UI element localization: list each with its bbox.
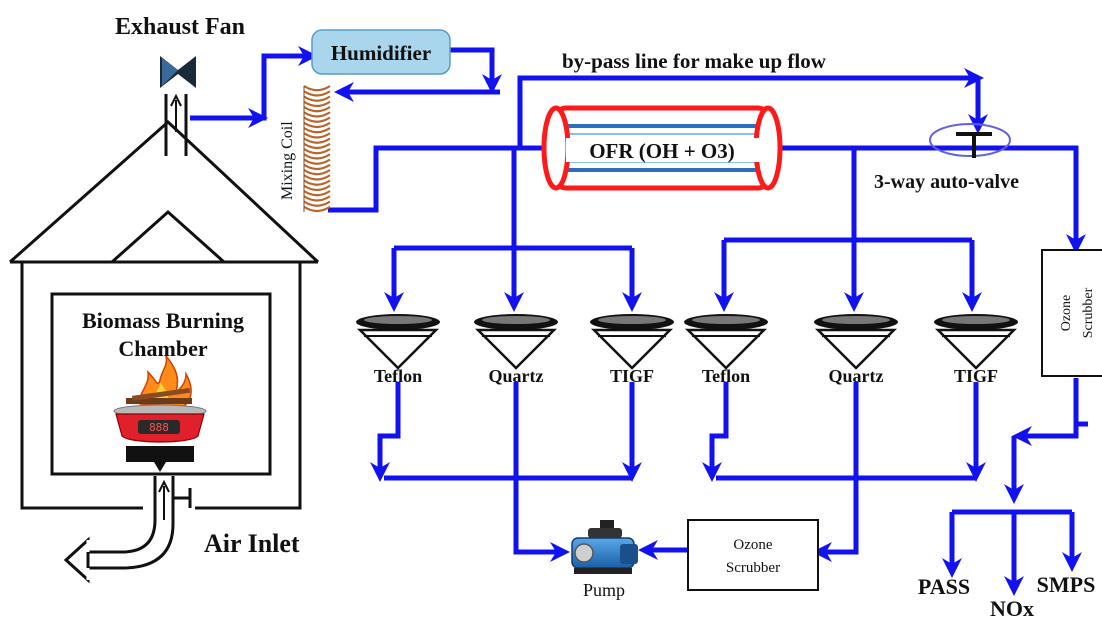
ozone-scrubber-bottom: Ozone Scrubber [687,519,819,591]
flow-to-instrument-manifold [1012,424,1079,446]
house-roof [9,119,320,264]
pump-label: Pump [583,580,625,600]
burning-chamber-box [50,292,272,476]
air-inlet-pipe [63,476,192,584]
house: Biomass Burning Chamber [9,119,320,510]
filter-holder-icon [684,314,768,370]
heater-display: 888 [149,421,169,434]
filter-label: Quartz [489,366,544,386]
filter-label: Teflon [702,366,750,386]
filter-holder-icon [590,314,674,370]
outlet-quartz-right-to-scrubber [812,382,859,562]
instrument-smps: SMPS [1037,572,1096,597]
filter-holder-icon [934,314,1018,370]
humidifier-label: Humidifier [331,41,431,65]
three-way-valve-icon [929,123,1011,158]
ofr-label: OFR (OH + O3) [589,139,735,163]
ofr-reactor: OFR (OH + O3) [541,105,783,191]
filter-label: Quartz [829,366,884,386]
filter-label: TIGF [610,366,654,386]
ozone-scrubber-right-line2: Scrubber [1081,287,1096,338]
filter-holder-icon [814,314,898,370]
flow-to-humidifier [240,46,318,121]
filters-right: Teflon Quartz TIGF [684,314,1018,386]
flow-from-humidifier [450,47,502,94]
instrument-pass: PASS [918,574,970,599]
house-walls [20,262,302,510]
three-way-valve-label: 3-way auto-valve [874,171,1019,193]
chamber-label-line2: Chamber [118,336,207,361]
exhaust-fan-icon [160,56,196,156]
fire-icon [126,355,192,407]
filter-holder-icon [474,314,558,370]
exhaust-fan-label: Exhaust Fan [115,14,245,40]
chamber-label-line1: Biomass Burning [82,308,244,333]
scrubber-out [1073,378,1088,427]
filter-label: TIGF [954,366,998,386]
filters-left: Teflon Quartz TIGF [356,314,674,386]
outlet-teflon-left [370,382,401,482]
flow-bypass [517,68,984,148]
filter-label: Teflon [374,366,422,386]
air-inlet-label: Air Inlet [204,529,300,558]
ozone-scrubber-bottom-line1: Ozone [733,537,772,553]
ozone-scrubber-right: Ozone Scrubber [1041,249,1102,377]
ozone-scrubber-bottom-line2: Scrubber [726,560,780,576]
ozone-scrubber-right-line1: Ozone [1059,295,1074,332]
filter-holder-icon [356,314,440,370]
mixing-coil: Mixing Coil [279,85,331,213]
outlet-quartz-left-to-pump [513,382,570,562]
pump-icon [571,520,638,574]
humidifier: Humidifier [311,29,451,75]
flow-coil-to-ofr [328,138,566,213]
mixing-coil-label: Mixing Coil [279,121,296,200]
bypass-label: by-pass line for make up flow [562,49,827,73]
flow-ofr-to-scrubber [776,145,1086,254]
heater-icon: 888 [113,404,207,472]
instrument-nox: NOx [990,596,1034,620]
flow-lines [190,46,1088,596]
outlet-teflon-right [702,382,729,482]
roof-inner-peak [111,209,225,264]
